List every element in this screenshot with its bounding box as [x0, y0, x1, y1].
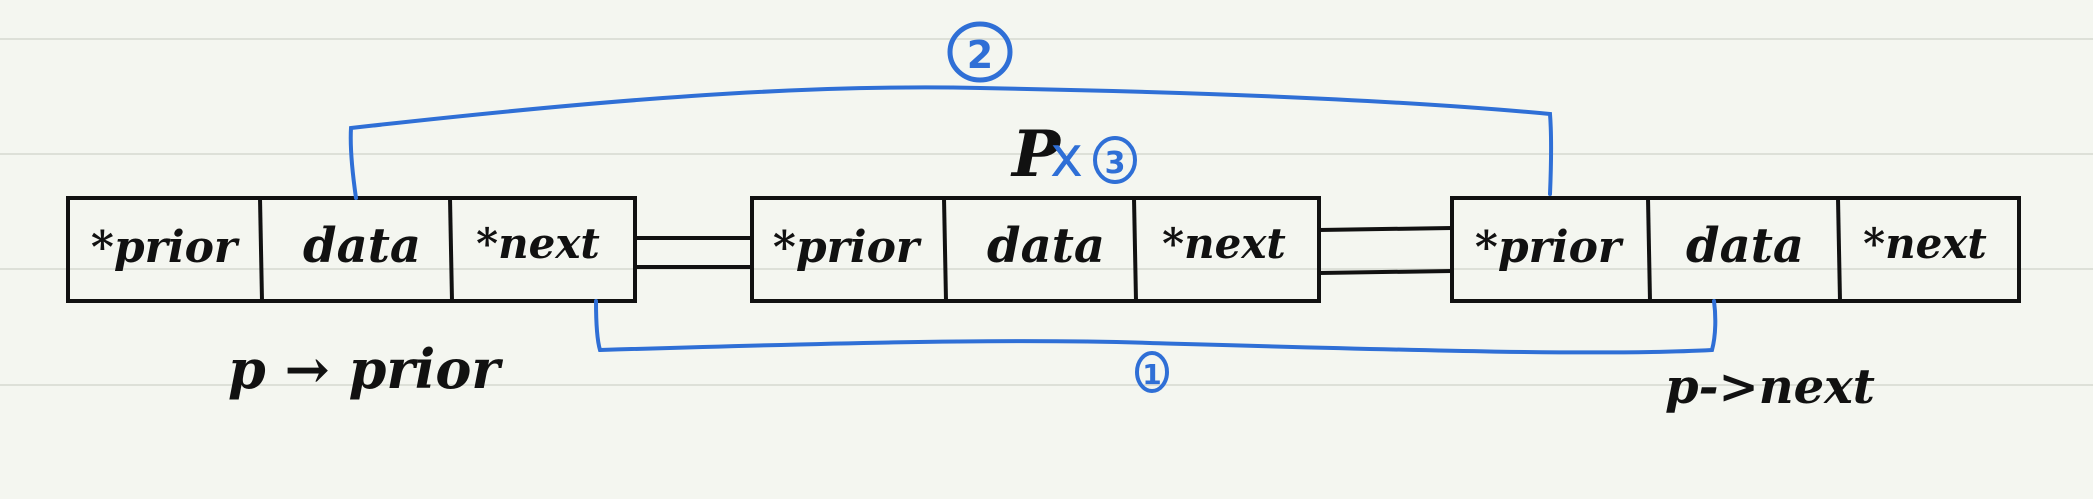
node-2-divider: [942, 197, 948, 302]
node-3-next-field: *next: [1863, 219, 1987, 268]
step-1-number: 1: [1142, 358, 1161, 391]
node-3-divider: [1836, 197, 1842, 302]
p-next-label: p->next: [1665, 359, 1875, 415]
step-1-marker: 1: [1135, 351, 1169, 393]
step-2-marker: 2: [947, 21, 1013, 83]
p-prior-label: p → prior: [228, 337, 503, 401]
node-3: *prior data *next: [1450, 196, 2021, 303]
p-label: P: [1010, 117, 1062, 192]
node-3-data-field: data: [1686, 218, 1804, 274]
step-2-number: 2: [967, 33, 993, 77]
node-2-divider: [1132, 197, 1138, 302]
node-2-prior-field: *prior: [773, 222, 922, 273]
node-3-prior-field: *prior: [1475, 222, 1624, 273]
link-line: [1318, 269, 1453, 275]
node-2-next-field: *next: [1162, 219, 1286, 268]
node-1-divider: [258, 197, 264, 302]
node-1: *prior data *next: [66, 196, 637, 303]
node-1-box: [66, 196, 637, 303]
step-3-number: 3: [1105, 146, 1126, 181]
ruled-line: [0, 153, 2093, 155]
cross-mark: x: [1050, 125, 1083, 190]
ruled-line: [0, 38, 2093, 40]
step-1-pointer-line: [594, 299, 1718, 355]
step-3-marker: 3: [1093, 136, 1137, 184]
ruled-line: [0, 384, 2093, 386]
step-2-pointer-line: [348, 85, 1554, 200]
node-2: *prior data *next: [750, 196, 1321, 303]
node-1-next-field: *next: [476, 219, 600, 268]
ruled-line: [0, 268, 2093, 270]
link-line: [1318, 226, 1453, 232]
node-1-divider: [448, 197, 454, 302]
node-2-data-field: data: [987, 218, 1105, 274]
node-3-divider: [1646, 197, 1652, 302]
node-3-box: [1450, 196, 2021, 303]
node-1-data-field: data: [303, 218, 421, 274]
node-2-box: [750, 196, 1321, 303]
node-1-prior-field: *prior: [91, 222, 240, 273]
